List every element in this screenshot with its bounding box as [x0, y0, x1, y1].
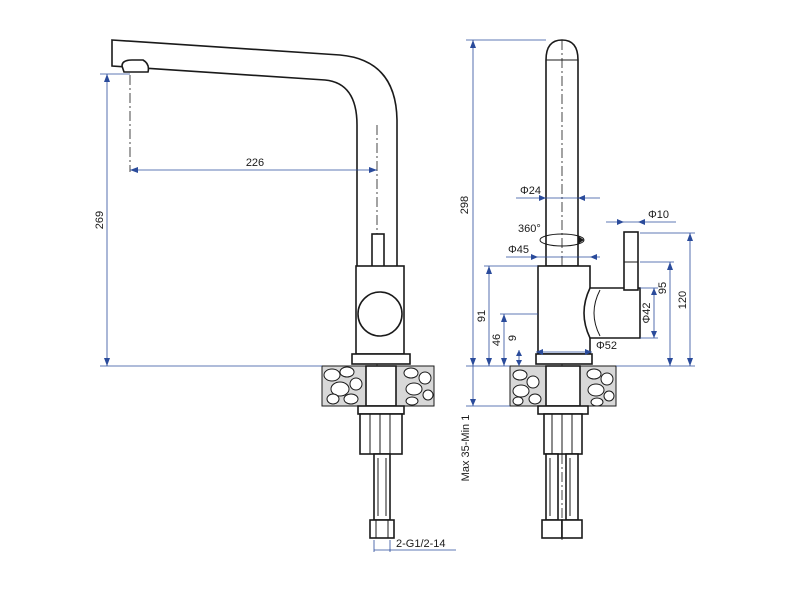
dim-label-connection: 2-G1/2-14 [396, 538, 446, 550]
dim-label-226: 226 [246, 157, 264, 169]
dimension-reach: 226 [130, 157, 377, 173]
dimension-height-side: 269 [94, 73, 322, 367]
dimension-lever-hub-diameter: Φ42 [640, 287, 658, 339]
hose-connector-right-front [561, 519, 583, 539]
hose-connector-left-front [541, 519, 563, 539]
dim-label-95: 95 [657, 282, 669, 294]
dim-label-phi42: Φ42 [641, 302, 653, 323]
hose-right-front [565, 453, 579, 521]
lever-side [371, 233, 385, 269]
dimension-base-diameter: Φ52 [536, 340, 617, 355]
mounting-nut-front [543, 413, 583, 455]
base-flange-front [535, 353, 593, 365]
aerator-nozzle [121, 59, 150, 73]
mounting-nut-side [359, 413, 403, 455]
hose-left-front [545, 453, 559, 521]
dimension-total-height: 298 [459, 39, 546, 367]
dimension-spout-diameter: Φ24 [516, 185, 600, 201]
dim-label-269: 269 [94, 211, 106, 229]
lever-hub-front [583, 287, 641, 339]
dim-label-phi10: Φ10 [648, 209, 669, 221]
stone-pattern-side [323, 366, 434, 406]
dimension-handle-height: 95 [640, 261, 674, 366]
dim-label-298: 298 [459, 196, 471, 214]
stone-pattern-front [512, 368, 615, 407]
dimension-body-height: 120 [616, 232, 695, 367]
dimension-base-step: 9 [507, 335, 522, 366]
dim-label-phi45: Φ45 [508, 244, 529, 256]
dim-label-91: 91 [476, 310, 488, 322]
cartridge-hub-side [357, 291, 403, 337]
spout-outline [111, 39, 398, 269]
lever-front [623, 231, 639, 291]
dim-label-120: 120 [677, 291, 689, 309]
base-flange-side [351, 353, 411, 365]
dimension-connection: 2-G1/2-14 [373, 538, 456, 552]
dim-label-9: 9 [507, 335, 519, 341]
dim-label-worktop: Max 35-Min 1 [460, 415, 472, 482]
hose-side [373, 453, 391, 521]
mounting-shank-side [365, 365, 397, 407]
dimension-base-height: 46 [491, 313, 538, 366]
dim-label-phi52: Φ52 [596, 340, 617, 352]
dimension-lever-diameter: Φ10 [606, 209, 676, 225]
dimension-worktop-thickness: Max 35-Min 1 [460, 366, 510, 481]
rotation-arrow-icon [539, 233, 585, 247]
body-front [537, 265, 591, 355]
dim-label-360: 360° [518, 223, 541, 235]
front-view: 298 Φ24 360° Φ45 Φ10 [459, 39, 695, 540]
dimension-body-diameter: Φ45 [506, 244, 600, 260]
hose-connector-side [369, 519, 395, 539]
dimension-side-height: 91 [476, 265, 538, 366]
side-view: 226 269 2-G1/2-14 [94, 39, 456, 552]
mounting-shank-front [545, 365, 581, 407]
dim-label-46: 46 [491, 334, 503, 346]
mounting-plate-front [537, 405, 589, 415]
mounting-plate-side [357, 405, 405, 415]
dim-label-phi24: Φ24 [520, 185, 541, 197]
